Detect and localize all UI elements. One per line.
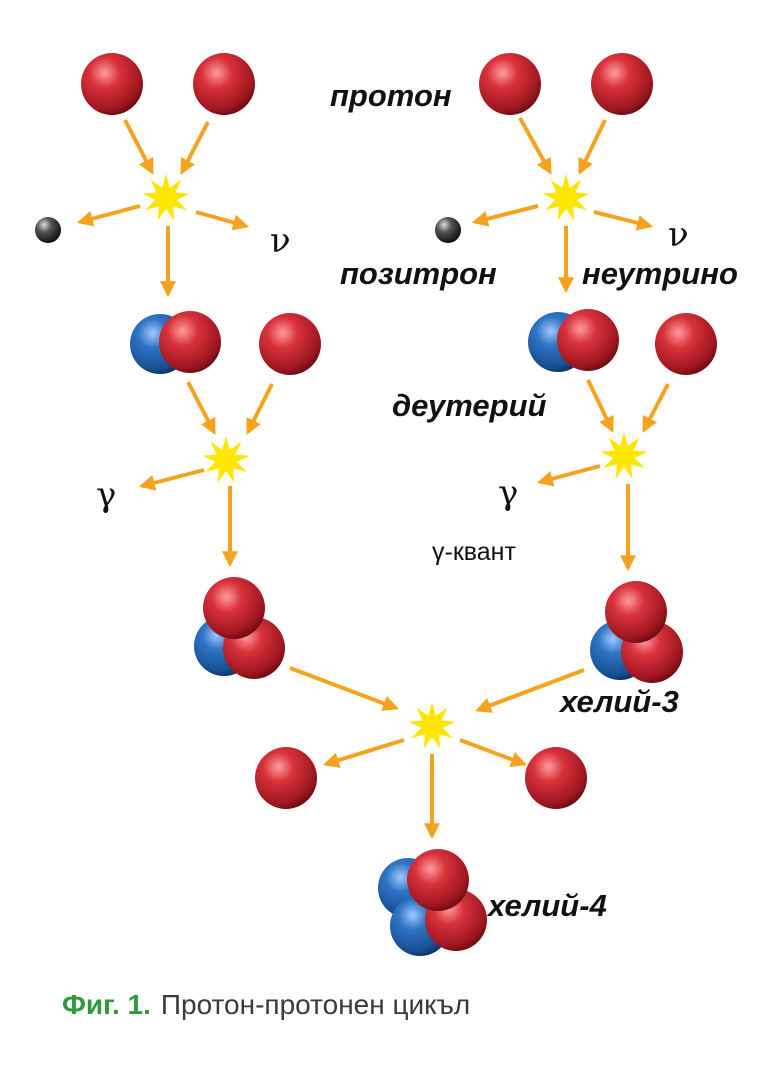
deuterium-label: деутерий: [392, 388, 547, 423]
arrow: [475, 668, 585, 713]
arrow: [518, 117, 552, 175]
neutrino-symbol: ν: [668, 215, 689, 255]
proton-particle: [159, 311, 221, 373]
proton-particle: [479, 53, 541, 115]
fusion-flashes: [142, 174, 648, 749]
arrow: [578, 119, 607, 175]
figure-caption-text: Протон-протонен цикъл: [161, 989, 470, 1020]
arrow: [138, 468, 205, 491]
proton-label: протон: [330, 78, 452, 113]
arrow: [180, 121, 210, 175]
proton-particle: [655, 313, 717, 375]
fusion-flash-icon: [142, 174, 190, 221]
fusion-flash-icon: [202, 436, 250, 483]
proton-particle: [81, 53, 143, 115]
proton-particle: [525, 747, 587, 809]
arrow: [186, 381, 216, 435]
arrow: [322, 738, 405, 768]
neutrino-label: неутрино: [582, 256, 738, 291]
neutrino-symbol: ν: [270, 221, 291, 261]
positron-particle: [435, 217, 461, 243]
helium3-nucleus: [590, 581, 683, 683]
proton-particle: [203, 577, 265, 639]
arrow: [195, 210, 250, 231]
arrow: [459, 738, 527, 767]
arrow: [593, 210, 654, 231]
gamma-quantum-label: γ-квант: [432, 538, 516, 566]
arrow: [586, 379, 614, 433]
proton-particle: [259, 313, 321, 375]
arrow: [246, 383, 274, 435]
positron-label: позитрон: [340, 256, 497, 291]
proton-particle: [255, 747, 317, 809]
arrow: [123, 119, 154, 175]
arrow: [289, 666, 399, 711]
deuterium-nucleus: [130, 311, 221, 374]
gamma-symbol: γ: [96, 475, 116, 515]
helium4-label: хелий-4: [486, 888, 607, 923]
arrow: [76, 204, 141, 227]
helium3-label: хелий-3: [558, 684, 679, 719]
arrow: [642, 383, 670, 433]
particles: [35, 53, 717, 956]
proton-particle: [407, 849, 469, 911]
fusion-flash-icon: [600, 432, 648, 479]
helium4-nucleus: [378, 849, 487, 956]
figure-number: Фиг. 1.: [62, 989, 151, 1020]
reaction-arrows: [76, 117, 670, 840]
fusion-flash-icon: [542, 174, 590, 221]
proton-particle: [605, 581, 667, 643]
helium3-nucleus: [194, 577, 285, 679]
proton-particle: [557, 309, 619, 371]
proton-particle: [591, 53, 653, 115]
deuterium-nucleus: [528, 309, 619, 372]
positron-particle: [35, 217, 61, 243]
fusion-flash-icon: [408, 702, 456, 749]
arrow: [471, 204, 539, 227]
proton-particle: [193, 53, 255, 115]
arrow: [536, 464, 601, 487]
gamma-symbol: γ: [498, 473, 518, 513]
figure-caption: Фиг. 1. Протон-протонен цикъл: [62, 989, 470, 1020]
